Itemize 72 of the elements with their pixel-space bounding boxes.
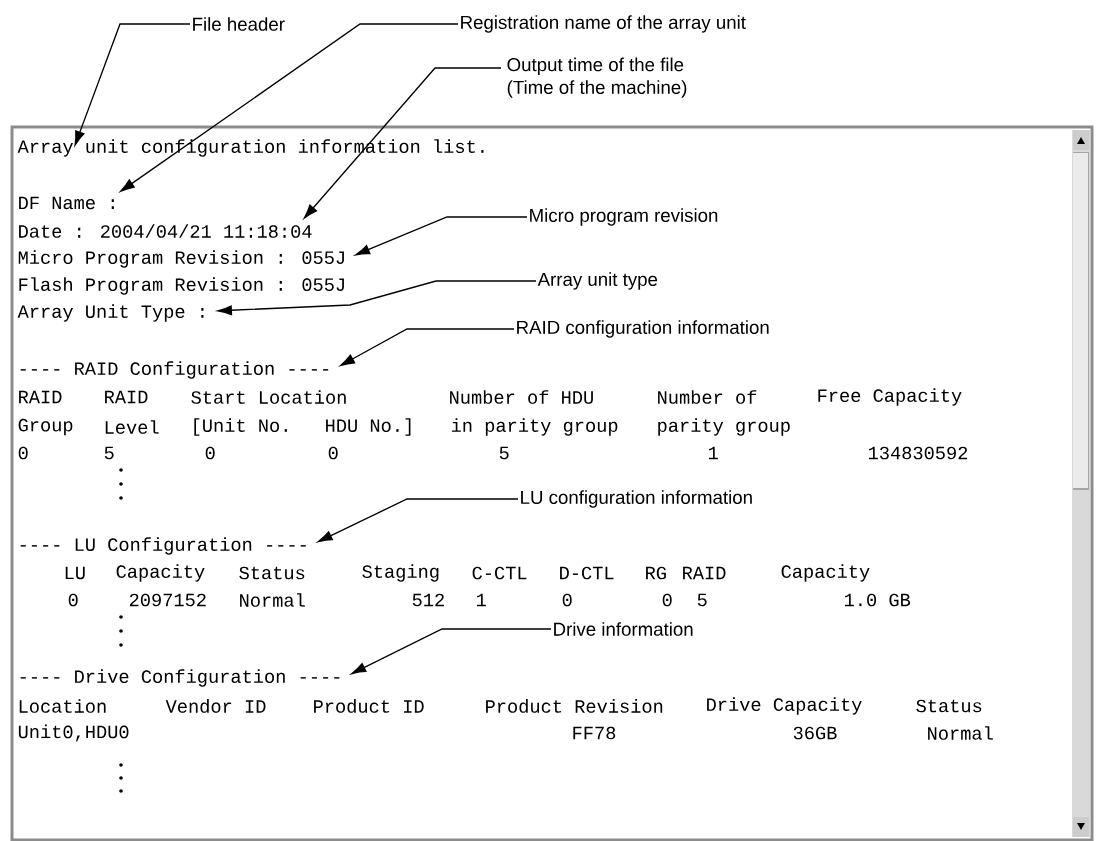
column-heading: RAID	[105, 390, 148, 404]
column-heading: Vendor ID	[165, 699, 266, 713]
leader-line	[217, 280, 537, 316]
callout-text: Array unit type	[537, 272, 658, 290]
table-value: Unit0,HDU0	[18, 724, 129, 742]
column-heading: HDU No.]	[326, 418, 411, 436]
table-value: 0	[18, 446, 28, 460]
table-value: 0	[68, 593, 78, 607]
column-heading: Capacity	[781, 564, 870, 582]
column-heading: Capacity	[116, 564, 205, 582]
listing-line: ---- RAID Configuration ----	[20, 361, 329, 379]
column-heading: parity group	[658, 418, 790, 436]
table-value: 512	[412, 593, 444, 607]
listing-line: ---- LU Configuration ----	[20, 537, 306, 555]
listing-line: Array Unit Type :	[17, 304, 204, 322]
table-value: Normal	[240, 593, 305, 607]
table-value: Normal	[928, 726, 993, 740]
table-value: 1	[708, 446, 718, 460]
table-value: 0	[328, 446, 338, 460]
table-value: 134830592	[868, 446, 968, 460]
leader-line	[317, 498, 519, 543]
callout-text: File header	[193, 17, 285, 31]
column-heading: Location	[19, 699, 106, 713]
column-heading: Product ID	[314, 699, 424, 713]
table-value: 5	[697, 593, 707, 607]
table-value: 1.0 GB	[844, 593, 911, 607]
table-value: FF78	[573, 726, 616, 740]
listing-line: Flash Program Revision : 055J	[19, 277, 344, 295]
leader-line	[120, 23, 459, 192]
table-value: 1	[476, 593, 486, 607]
table-value: 2097152	[129, 593, 206, 607]
callout-text: Registration name of the array unit	[461, 15, 746, 33]
table-value: 0	[562, 593, 572, 607]
column-heading: LU	[65, 566, 85, 580]
table-value: 36GB	[793, 726, 837, 740]
callout-text: Output time of the file (Time of the machine)	[507, 57, 687, 98]
column-heading: Status	[916, 699, 982, 713]
column-heading: D-CTL	[560, 566, 614, 580]
table-value: 5	[499, 446, 509, 460]
column-heading: Status	[239, 566, 305, 580]
column-heading: Group	[18, 418, 73, 436]
window-frame	[10, 125, 1094, 841]
column-heading: in parity group	[451, 418, 618, 436]
table-value: 0	[662, 593, 672, 607]
column-heading: Start Location	[191, 390, 346, 404]
listing-line: DF Name :	[19, 196, 114, 210]
table-value: 5	[104, 446, 114, 460]
leader-line	[340, 328, 515, 367]
column-heading: RAID	[19, 390, 62, 404]
column-heading: Level	[105, 420, 159, 434]
leader-line	[74, 23, 191, 146]
leader-line	[355, 216, 528, 256]
column-heading: RAID	[683, 566, 726, 580]
leader-line	[303, 67, 502, 219]
column-heading: Product Revision	[486, 699, 663, 713]
callout-text: RAID configuration information	[517, 320, 769, 338]
column-heading: C-CTL	[472, 566, 527, 580]
listing-line: Micro Program Revision : 055J	[18, 250, 344, 268]
table-value: 0	[205, 446, 215, 460]
column-heading: Drive Capacity	[707, 697, 862, 715]
listing-line: Date : 2004/04/21 11:18:04	[19, 224, 312, 238]
column-heading: [Unit No.	[194, 418, 287, 436]
column-heading: RG	[646, 566, 666, 580]
column-heading: Staging	[362, 564, 439, 582]
listing-line: ---- Drive Configuration ----	[20, 669, 340, 687]
leader-line	[351, 628, 552, 675]
column-heading: Number of HDU	[450, 390, 593, 404]
column-heading: Free Capacity	[818, 388, 962, 406]
callout-text: Drive information	[554, 622, 693, 636]
callout-text: LU configuration information	[521, 490, 752, 508]
column-heading: Number of	[658, 390, 757, 404]
callout-text: Micro program revision	[530, 208, 718, 226]
